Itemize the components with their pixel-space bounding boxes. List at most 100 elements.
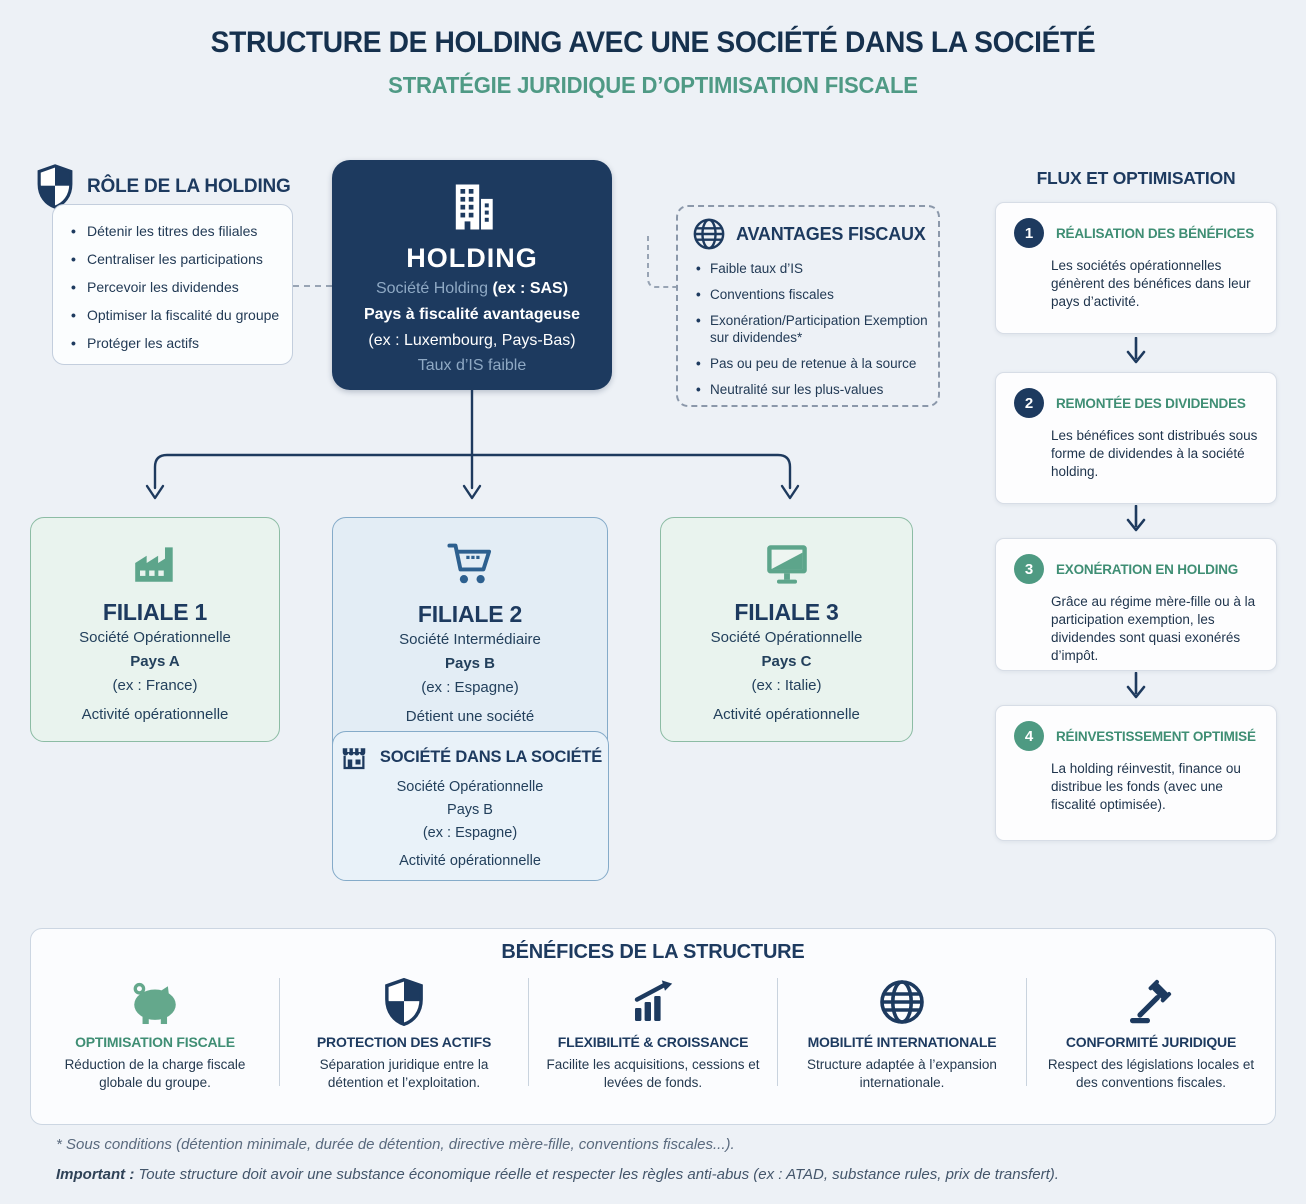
step-number-badge: 1 [1014, 218, 1044, 248]
role-title: RÔLE DE LA HOLDING [87, 175, 291, 197]
sub-company-line: Société Opérationnelle [396, 779, 544, 795]
benefit-mobilite-internationale: MOBILITÉ INTERNATIONALE Structure adapté… [778, 972, 1026, 1092]
filiale-3-box: FILIALE 3 Société Opérationnelle Pays C … [660, 517, 913, 742]
benefit-optimisation-fiscale: OPTIMISATION FISCALE Réduction de la cha… [31, 972, 279, 1092]
cart-icon [443, 538, 497, 590]
step-body: Les bénéfices sont distribués sous forme… [1051, 428, 1258, 479]
benefit-heading: OPTIMISATION FISCALE [75, 1034, 235, 1050]
globe-icon [692, 217, 726, 251]
role-item: Détenir les titres des filiales [71, 217, 284, 245]
down-arrow-icon [1126, 337, 1146, 364]
advantage-item: Conventions fiscales [692, 281, 928, 307]
benefit-body: Structure adaptée à l’expansion internat… [807, 1057, 997, 1090]
benefit-body: Respect des législations locales et des … [1047, 1057, 1255, 1090]
flux-step-2: 2 REMONTÉE DES DIVIDENDES Les bénéfices … [995, 372, 1277, 504]
step-number-badge: 3 [1014, 554, 1044, 584]
filiale-title: FILIALE 2 [417, 601, 523, 627]
step-number-badge: 2 [1014, 388, 1044, 418]
filiale-title: FILIALE 1 [102, 599, 208, 625]
divider [777, 978, 778, 1086]
benefit-body: Séparation juridique entre la détention … [319, 1057, 489, 1090]
benefit-flexibilite-croissance: FLEXIBILITÉ & CROISSANCE Facilite les ac… [529, 972, 777, 1092]
filiale-1-box: FILIALE 1 Société Opérationnelle Pays A … [30, 517, 280, 742]
filiale-line: Société Opérationnelle [710, 629, 863, 646]
storefront-icon [338, 742, 370, 772]
down-arrow-icon [1126, 505, 1146, 532]
benefits-box: BÉNÉFICES DE LA STRUCTURE OPTIMISATION F… [30, 928, 1276, 1125]
role-item: Optimiser la fiscalité du groupe [71, 301, 284, 329]
piggy-bank-icon [47, 976, 263, 1028]
filiale-line: Détient une société [405, 708, 535, 725]
benefit-heading: PROTECTION DES ACTIFS [316, 1034, 492, 1050]
advantage-item: Pas ou peu de retenue à la source [692, 350, 928, 376]
benefit-heading: MOBILITÉ INTERNATIONALE [807, 1034, 997, 1050]
role-box: Détenir les titres des filiales Centrali… [52, 204, 293, 365]
benefit-protection-actifs: PROTECTION DES ACTIFS Séparation juridiq… [280, 972, 528, 1092]
footnote-important-label: Important : [56, 1166, 135, 1183]
societe-dans-societe-box: SOCIÉTÉ DANS LA SOCIÉTÉ Société Opératio… [331, 731, 609, 881]
holding-box: HOLDING Société Holding (ex : SAS) Pays … [332, 160, 612, 390]
dashed-connector-left [293, 285, 332, 287]
filiale-line: Activité opérationnelle [713, 706, 860, 723]
role-header: RÔLE DE LA HOLDING [36, 164, 291, 209]
step-body: Les sociétés opérationnelles génèrent de… [1051, 258, 1251, 309]
step-heading: RÉINVESTISSEMENT OPTIMISÉ [1056, 728, 1256, 744]
globe-icon [794, 976, 1010, 1028]
filiale-line: Société Intermédiaire [399, 631, 541, 648]
building-icon [444, 180, 500, 234]
sub-company-title: SOCIÉTÉ DANS LA SOCIÉTÉ [379, 747, 603, 766]
role-item: Centraliser les participations [71, 245, 284, 273]
growth-chart-icon [545, 976, 761, 1028]
benefits-title: BÉNÉFICES DE LA STRUCTURE [501, 941, 805, 963]
filiale-line: Pays C [761, 653, 812, 670]
flux-step-4: 4 RÉINVESTISSEMENT OPTIMISÉ La holding r… [995, 705, 1277, 841]
step-heading: REMONTÉE DES DIVIDENDES [1056, 395, 1246, 411]
divider [1026, 978, 1027, 1086]
gavel-icon [1043, 976, 1259, 1028]
filiale-line: (ex : Espagne) [421, 679, 519, 696]
benefit-heading: CONFORMITÉ JURIDIQUE [1065, 1034, 1237, 1050]
sub-company-line: Pays B [447, 802, 493, 818]
advantages-title: AVANTAGES FISCAUX [736, 223, 926, 244]
filiale-line: Pays B [444, 655, 496, 672]
holding-line2: Pays à fiscalité avantageuse [363, 305, 581, 323]
page-title: STRUCTURE DE HOLDING AVEC UNE SOCIÉTÉ DA… [210, 26, 1096, 59]
step-body: Grâce au régime mère-fille ou à la parti… [1051, 594, 1256, 663]
flux-title: FLUX ET OPTIMISATION [1036, 168, 1236, 188]
flux-step-1: 1 RÉALISATION DES BÉNÉFICES Les sociétés… [995, 202, 1277, 334]
filiale-line: Activité opérationnelle [81, 706, 229, 723]
advantage-item: Neutralité sur les plus-values [692, 376, 928, 402]
filiale-line: Pays A [130, 653, 180, 670]
step-heading: EXONÉRATION EN HOLDING [1056, 561, 1239, 577]
holding-line1: Société Holding (ex : SAS) [375, 280, 569, 297]
divider [528, 978, 529, 1086]
role-item: Percevoir les dividendes [71, 273, 284, 301]
role-item: Protéger les actifs [71, 329, 284, 357]
down-arrow-icon [1126, 672, 1146, 699]
divider [279, 978, 280, 1086]
filiale-line: (ex : France) [112, 677, 198, 694]
step-number-badge: 4 [1014, 721, 1044, 751]
advantages-box: AVANTAGES FISCAUX Faible taux d’IS Conve… [676, 205, 940, 407]
page-subtitle: STRATÉGIE JURIDIQUE D’OPTIMISATION FISCA… [388, 72, 918, 98]
footnote-conditions: * Sous conditions (détention minimale, d… [56, 1136, 735, 1153]
holding-title: HOLDING [406, 243, 538, 273]
sub-company-line: Activité opérationnelle [399, 853, 541, 869]
connector-lines [145, 388, 800, 500]
filiale-title: FILIALE 3 [734, 599, 839, 625]
benefit-heading: FLEXIBILITÉ & CROISSANCE [557, 1034, 749, 1050]
factory-icon [130, 538, 180, 588]
sub-company-line: (ex : Espagne) [422, 825, 518, 841]
flux-step-3: 3 EXONÉRATION EN HOLDING Grâce au régime… [995, 538, 1277, 671]
filiale-2-box: FILIALE 2 Société Intermédiaire Pays B (… [331, 517, 609, 881]
footnote-important: Important : Toute structure doit avoir u… [56, 1166, 1059, 1183]
filiale-line: Société Opérationnelle [79, 629, 231, 646]
benefit-conformite-juridique: CONFORMITÉ JURIDIQUE Respect des législa… [1027, 972, 1275, 1092]
role-list: Détenir les titres des filiales Centrali… [71, 217, 284, 357]
holding-line3: (ex : Luxembourg, Pays-Bas) [368, 331, 576, 349]
filiale-line: (ex : Italie) [751, 677, 822, 694]
shield-icon [36, 164, 74, 209]
benefits-row: OPTIMISATION FISCALE Réduction de la cha… [31, 972, 1275, 1092]
step-heading: RÉALISATION DES BÉNÉFICES [1056, 225, 1255, 241]
